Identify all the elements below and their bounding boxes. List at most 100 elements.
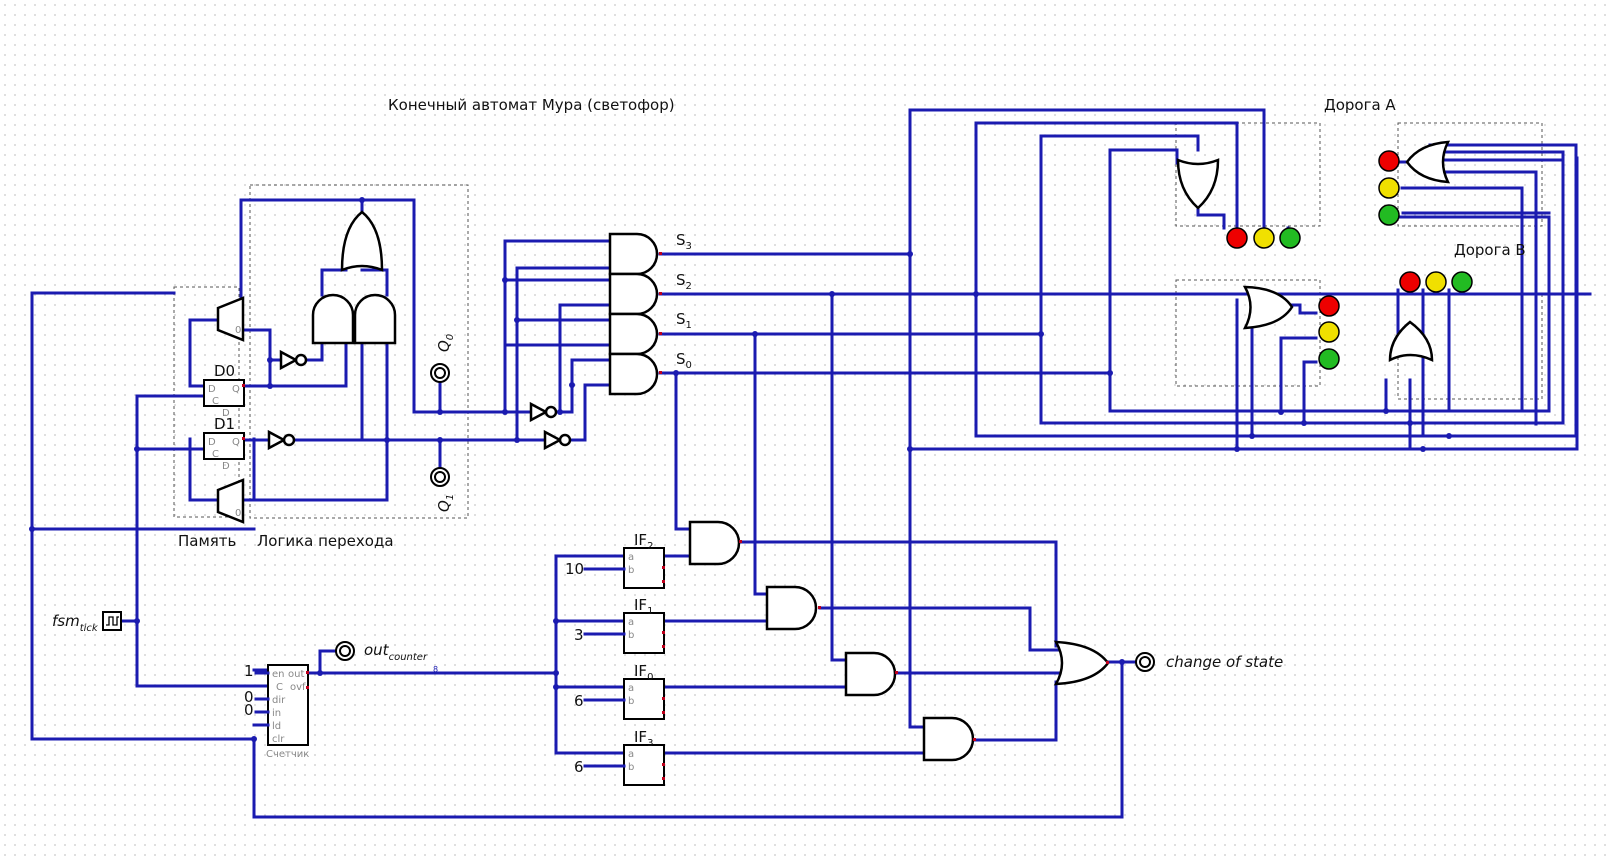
mux-bottom[interactable] <box>216 478 245 524</box>
not-gate-3[interactable] <box>529 401 558 423</box>
counter-ovf-pin: ovf <box>290 682 306 693</box>
road-b-label: Дорога B <box>1454 241 1526 259</box>
counter-dir-const: 0 <box>244 688 254 706</box>
or-gate-road-a-red[interactable] <box>1176 158 1220 210</box>
if3-b-pin: b <box>628 762 634 773</box>
if0-b-pin: b <box>628 696 634 707</box>
counter-clr-pin: clr <box>272 734 285 745</box>
if0-label: IF0 <box>634 662 653 683</box>
diagram-title: Конечный автомат Мура (светофор) <box>388 96 675 114</box>
or-gate-transition[interactable] <box>340 210 384 272</box>
flip-flop-d1-label: D1 <box>214 415 235 433</box>
flip-flop-d0-label: D0 <box>214 362 235 380</box>
counter-in-const: 0 <box>244 701 254 719</box>
lamp-road-b-yellow <box>1378 177 1400 199</box>
mux-top-pin-label: 0 <box>235 325 241 336</box>
or-gate-road-b-green[interactable] <box>1388 320 1434 363</box>
counter-in-pin: in <box>272 708 281 719</box>
if3-a-pin: a <box>628 749 634 760</box>
if2-label: IF2 <box>634 531 653 552</box>
fsm-tick-label: fsmtick <box>52 612 99 634</box>
mux-top[interactable] <box>216 296 245 342</box>
lamp-road-b2-green <box>1451 271 1473 293</box>
wires <box>30 108 1592 819</box>
output-q1[interactable] <box>430 467 450 487</box>
if2-const: 10 <box>565 560 584 578</box>
memory-label: Память <box>178 532 236 550</box>
and-gate-timer-if0[interactable] <box>844 651 897 697</box>
s1-label: S1 <box>676 310 692 331</box>
comparator-if3[interactable] <box>623 744 665 786</box>
or-gate-road-a-yellow[interactable] <box>1242 285 1294 330</box>
lamp-road-a-yellow <box>1253 227 1275 249</box>
bus-width-label: 8 <box>433 665 438 674</box>
ff1-c-pin: C <box>212 449 219 460</box>
flip-flop-d1[interactable] <box>203 432 245 460</box>
and-gate-timer-if3[interactable] <box>922 716 975 762</box>
and-gate-timer-if1[interactable] <box>765 585 818 631</box>
or-gate-change-of-state[interactable] <box>1053 640 1110 686</box>
s0-label: S0 <box>676 350 692 371</box>
s2-label: S2 <box>676 271 692 292</box>
change-of-state-label: change of state <box>1166 653 1283 671</box>
pin-marks <box>242 252 1109 780</box>
and-gate-timer-if2[interactable] <box>688 520 741 566</box>
lamp-road-a2-yellow <box>1318 321 1340 343</box>
not-gate-2[interactable] <box>267 429 296 451</box>
counter-en-pin: en <box>272 669 285 680</box>
s3-label: S3 <box>676 231 692 252</box>
and-gate-transition-right[interactable] <box>353 293 397 345</box>
output-out-counter[interactable] <box>335 641 355 661</box>
and-gate-transition-left[interactable] <box>311 293 355 345</box>
if2-a-pin: a <box>628 552 634 563</box>
and-gate-s2[interactable] <box>608 272 659 316</box>
and-gate-s1[interactable] <box>608 312 659 356</box>
road-b-box-top <box>1397 122 1543 227</box>
lamp-road-b2-yellow <box>1425 271 1447 293</box>
lamp-road-a-green <box>1279 227 1301 249</box>
if0-a-pin: a <box>628 683 634 694</box>
ff1-q-pin: Q <box>232 437 240 448</box>
counter-label: Счетчик <box>266 749 309 760</box>
lamp-road-b-red <box>1378 150 1400 172</box>
output-change-of-state[interactable] <box>1135 652 1155 672</box>
comparator-if2[interactable] <box>623 547 665 589</box>
ff0-q-pin: Q <box>232 384 240 395</box>
or-gate-road-b-red[interactable] <box>1405 140 1451 184</box>
if0-const: 6 <box>574 692 584 710</box>
and-gate-s3[interactable] <box>608 232 659 276</box>
output-q0[interactable] <box>430 363 450 383</box>
junction-dots <box>29 197 1452 742</box>
and-gate-s0[interactable] <box>608 352 659 396</box>
not-gate-4[interactable] <box>543 429 572 451</box>
counter-block[interactable] <box>267 664 309 746</box>
if1-label: IF1 <box>634 596 653 617</box>
clock-fsm-tick[interactable] <box>102 611 122 631</box>
mux-bottom-pin-label: 0 <box>235 508 241 519</box>
road-a-label: Дорога A <box>1324 96 1396 114</box>
ff0-d-pin: D <box>208 384 216 395</box>
out-counter-label: outcounter <box>364 641 428 663</box>
ff0-d-bottom: D <box>222 408 230 419</box>
road-a-box-top <box>1175 122 1321 227</box>
if3-const: 6 <box>574 758 584 776</box>
counter-out-pin: out <box>288 669 304 680</box>
if1-const: 3 <box>574 626 584 644</box>
counter-ld-pin: ld <box>272 721 281 732</box>
ff0-c-pin: C <box>212 396 219 407</box>
if3-label: IF3 <box>634 728 653 749</box>
if1-b-pin: b <box>628 630 634 641</box>
transition-logic-box <box>249 184 469 519</box>
counter-dir-pin: dir <box>272 695 286 706</box>
ff1-d-bottom: D <box>222 461 230 472</box>
if1-a-pin: a <box>628 617 634 628</box>
counter-en-const: 1 <box>244 662 254 680</box>
flip-flop-d0[interactable] <box>203 379 245 407</box>
lamp-road-a2-green <box>1318 348 1340 370</box>
lamp-road-a2-red <box>1318 295 1340 317</box>
if2-b-pin: b <box>628 565 634 576</box>
lamp-road-b2-red <box>1399 271 1421 293</box>
output-q0-label: Q0 <box>435 334 456 352</box>
lamp-road-b-green <box>1378 204 1400 226</box>
not-gate-1[interactable] <box>279 349 308 371</box>
